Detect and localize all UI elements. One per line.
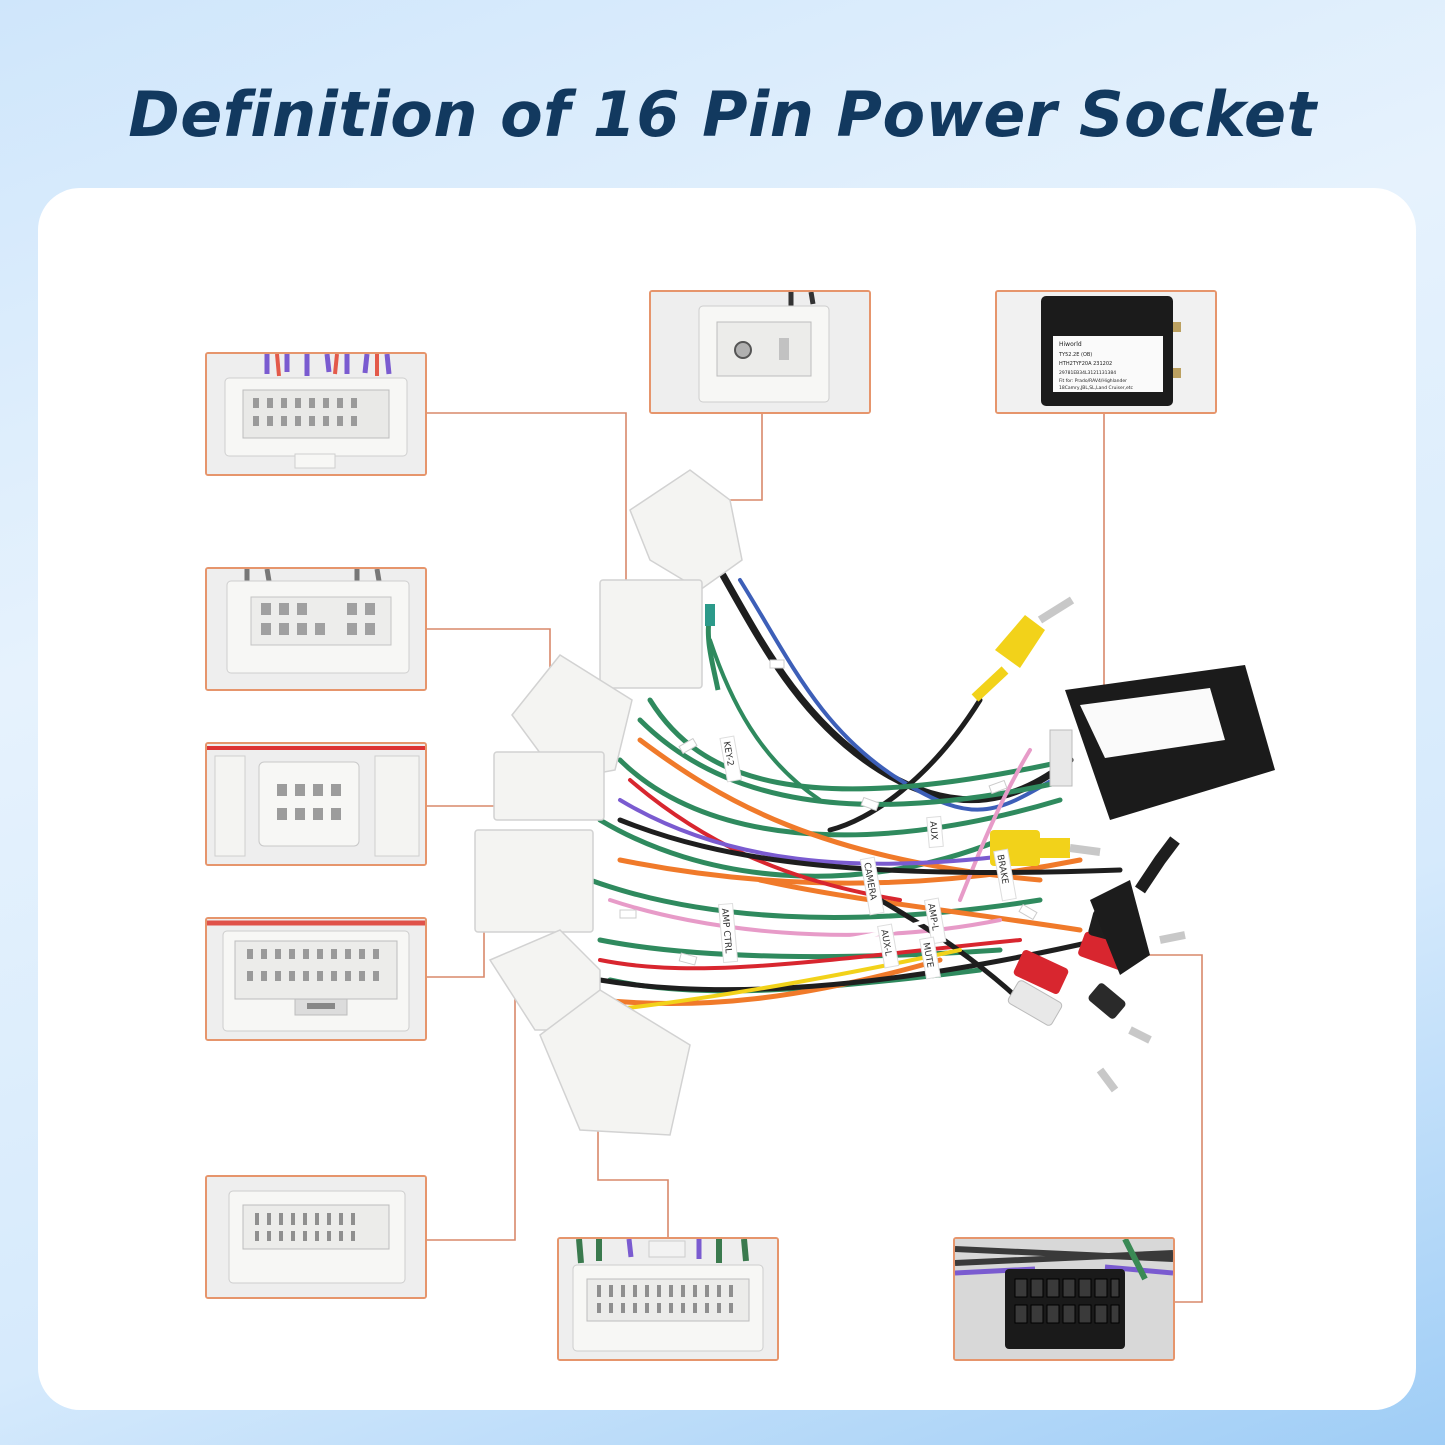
svg-text:AMP-L: AMP-L [925,903,940,932]
tag-aux: AUX [926,815,944,849]
decoder-line1: TY52.2E (OB) [1058,352,1092,358]
tag-mute: MUTE [919,936,941,980]
connector-18pin-thumb [205,1175,427,1299]
canbus-decoder [1049,665,1275,820]
decoder-line3: 29781EB34L3121131384 [1059,370,1116,376]
connector-24pin-thumb [557,1237,779,1361]
decoder-line2: HTH2TYF20A 231202 [1059,361,1112,367]
svg-text:AUX-L: AUX-L [878,929,892,957]
decoder-brand: Hiworld [1059,341,1082,348]
tag-brake: BRAKE [993,848,1017,902]
connector-16pin-thumb [205,352,427,476]
tag-key2: KEY-2 [719,735,742,783]
svg-text:KEY-2: KEY-2 [721,741,735,767]
tag-amp-ctrl: AMP CTRL [718,902,739,964]
svg-text:MUTE: MUTE [920,942,934,969]
antenna-connector-thumb [649,290,871,414]
connector-8pin-thumb [205,742,427,866]
svg-text:AMP CTRL: AMP CTRL [719,908,733,954]
tag-amp-l: AMP-L [923,897,947,945]
decoder-line5: 18Camry,JBL,SL,Land Cruiser,etc [1059,385,1134,391]
page-title: Definition of 16 Pin Power Socket [128,78,1317,151]
tag-camera: CAMERA [859,856,885,916]
decoder-line4: Fit for: Prado/RAV4/Highlander [1059,378,1127,384]
power-socket-16pin [1090,880,1150,975]
svg-text:AUX: AUX [927,821,939,841]
power-socket-16pin-thumb [953,1237,1175,1361]
connector-12pin-thumb [205,567,427,691]
connector-20pin-thumb [205,917,427,1041]
canbus-box-thumb: Hiworld TY52.2E (OB) HTH2TYF20A 231202 2… [995,290,1217,414]
tag-aux-l: AUX-L [877,923,900,969]
